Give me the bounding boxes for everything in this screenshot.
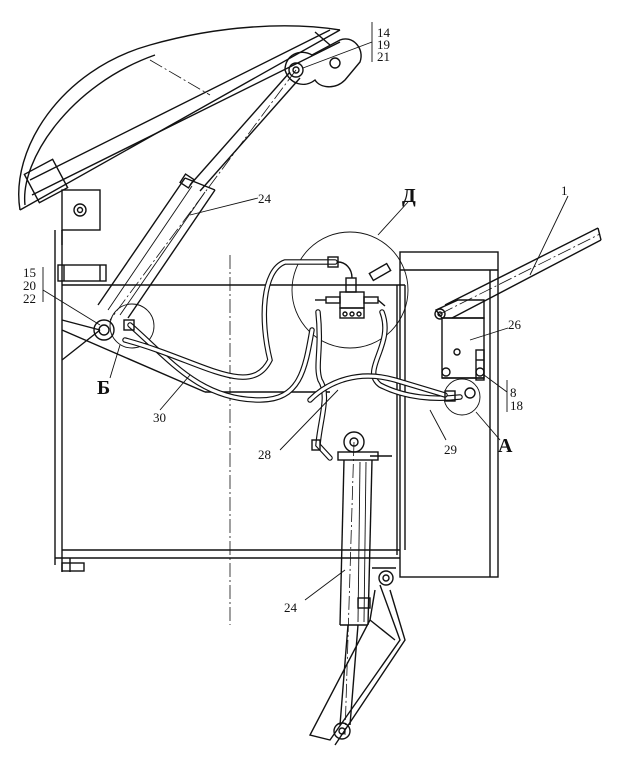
hood-cover — [18, 25, 341, 211]
callout-valve-block: 26 — [508, 317, 522, 332]
hose-28 — [315, 309, 333, 461]
hose-upper-loop — [122, 259, 338, 380]
callout-group-top: 14 19 21 — [377, 25, 391, 64]
callout-detail-d: Д — [402, 185, 416, 207]
callout-cylinder-upper: 24 — [258, 191, 272, 206]
body-frame — [54, 230, 406, 625]
detail-circle-b — [109, 303, 155, 349]
callout-group-left: 15 20 22 — [23, 265, 36, 306]
callout-detail-b: Б — [97, 377, 110, 399]
hood-mount-bracket — [61, 189, 101, 245]
callout-hose-29: 29 — [444, 442, 457, 457]
hose-29 — [371, 309, 463, 401]
callout-15: 15 — [23, 265, 36, 280]
callout-hose-30: 30 — [153, 410, 166, 425]
valve-housing-box — [399, 251, 499, 578]
hose-30 — [127, 322, 315, 403]
callout-detail-a: А — [498, 435, 513, 457]
callout-21: 21 — [377, 49, 390, 64]
leader-lines — [42, 22, 569, 601]
callout-lever: 1 — [561, 183, 568, 198]
detail-circle-d — [291, 231, 409, 349]
callout-14: 14 — [377, 25, 391, 40]
top-hinge-bracket — [284, 38, 362, 88]
callout-hose-28: 28 — [258, 447, 271, 462]
callout-20: 20 — [23, 278, 36, 293]
callout-group-right: 8 18 — [510, 385, 523, 413]
distributor-manifold — [315, 261, 392, 319]
valve-block — [434, 299, 485, 399]
callout-22: 22 — [23, 291, 36, 306]
control-lever — [439, 227, 602, 319]
hose-lower-return — [307, 373, 448, 403]
callout-cylinder-lower: 24 — [284, 600, 298, 615]
callout-18: 18 — [510, 398, 523, 413]
callout-19: 19 — [377, 37, 390, 52]
lower-flap — [308, 567, 406, 746]
upper-cylinder — [97, 69, 301, 321]
callout-8: 8 — [510, 385, 517, 400]
